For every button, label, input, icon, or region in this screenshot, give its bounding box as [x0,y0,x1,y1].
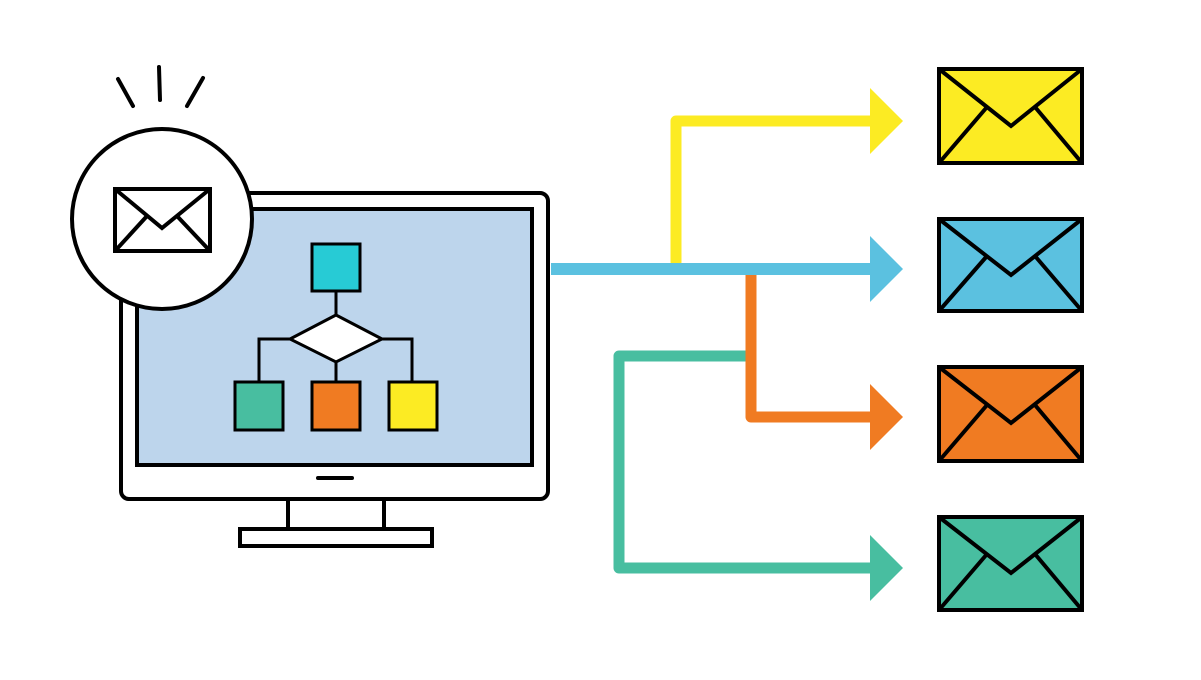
route-green [613,350,903,601]
envelope-icon [113,187,212,253]
flowchart-start-node [310,242,362,293]
flowchart-connector-left [257,337,290,382]
routing-lines [551,88,903,601]
route-orange-arrowhead [870,384,903,450]
envelope-green [937,515,1084,612]
monitor-stand-base [238,527,434,548]
target-envelopes [937,67,1084,612]
route-orange-line [745,264,878,423]
envelope-orange [937,365,1084,463]
envelope-yellow [937,67,1084,165]
route-yellow [670,88,903,268]
route-blue [551,236,903,302]
route-green-line [613,350,878,574]
notification-badge [70,65,254,311]
route-orange [745,264,903,450]
notification-ray-center [157,65,162,102]
flowchart-connector-right [382,337,414,382]
route-blue-arrowhead [870,236,903,302]
monitor-neck [286,497,386,531]
flowchart-branch-node-green [233,380,285,432]
envelope-blue [937,217,1084,313]
flowchart-decision-node [286,313,386,364]
route-yellow-arrowhead [870,88,903,154]
flowchart-icon [233,242,439,432]
notification-ray-right [185,76,205,108]
route-yellow-line [670,115,878,268]
flowchart-branch-node-yellow [387,380,439,432]
notification-ray-left [116,77,135,108]
route-green-arrowhead [870,535,903,601]
flowchart-branch-node-orange [310,380,362,432]
